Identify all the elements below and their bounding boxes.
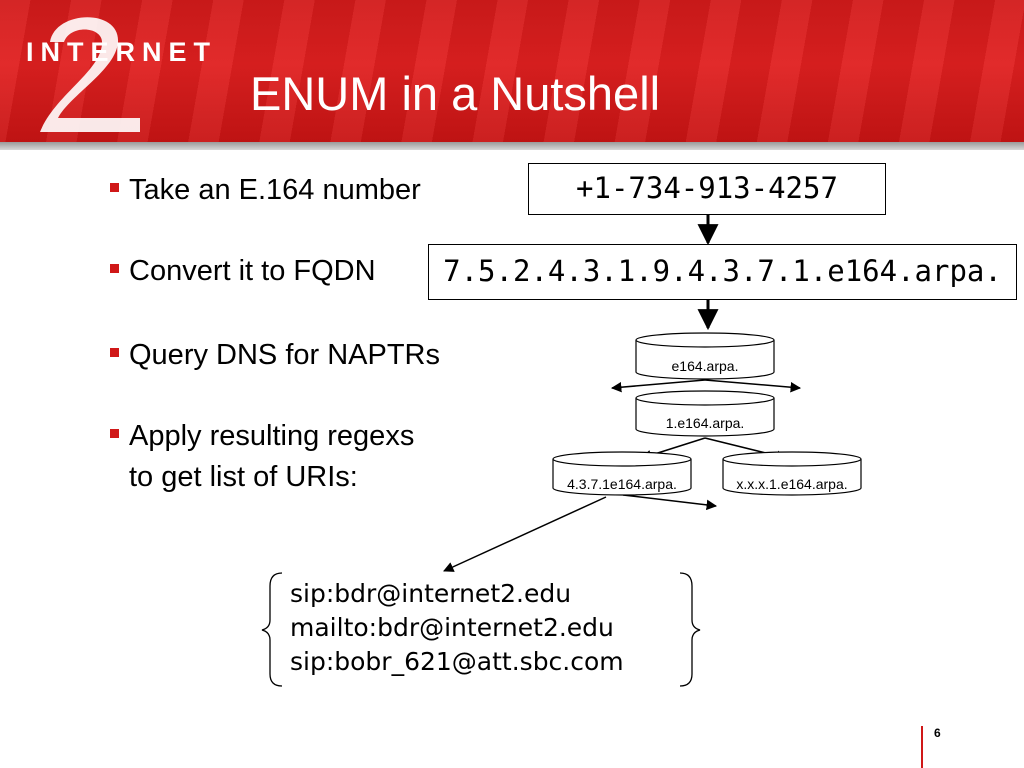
dns-node: e164.arpa. [635,332,775,380]
bullet-text: Convert it to FQDN [129,255,376,287]
arrow-branch-right [704,379,802,393]
bullet-text: Query DNS for NAPTRs [129,339,440,371]
bullet-square-icon [110,347,119,357]
bullet-square-icon [110,263,119,273]
uri-list: sip:bdr@internet2.edu mailto:bdr@interne… [290,577,624,679]
arrow-branch-left [610,379,706,393]
dns-node: 1.e164.arpa. [635,390,775,437]
uri-item: sip:bdr@internet2.edu [290,579,572,608]
dns-node-label: x.x.x.1.e164.arpa. [736,476,847,492]
right-brace-icon [679,572,701,687]
bullet-square-icon [110,428,119,438]
slide-header: INTERNET ENUM in a Nutshell [0,0,1024,142]
slide-title: ENUM in a Nutshell [250,67,661,120]
bullet-text: Apply resulting regexs [129,420,415,452]
fqdn-box: 7.5.2.4.3.1.9.4.3.7.1.e164.arpa. [428,244,1017,300]
bullet-item: Apply resulting regexs to get list of UR… [110,416,414,498]
arrow-to-uris [443,496,607,572]
page-number: 6 [934,726,941,740]
internet2-logo: INTERNET [0,0,215,142]
uri-item: mailto:bdr@internet2.edu [290,613,614,642]
bullet-text-line2: to get list of URIs: [129,461,358,493]
dns-node: x.x.x.1.e164.arpa. [722,451,862,496]
arrow-branch-right-3 [622,494,718,511]
bullet-text: Take an E.164 number [129,174,421,206]
dns-node: 4.3.7.1e164.arpa. [552,451,692,496]
internet2-logo-mark [40,17,140,132]
logo-text: INTERNET [26,37,217,67]
bullet-item: Convert it to FQDN [110,251,376,292]
dns-node-label: 4.3.7.1e164.arpa. [567,476,677,492]
bullet-item: Take an E.164 number [110,170,421,211]
left-brace-icon [261,572,283,687]
bullet-square-icon [110,182,119,192]
bullet-item: Query DNS for NAPTRs [110,335,440,376]
dns-node-label: 1.e164.arpa. [666,415,745,431]
header-divider [0,142,1024,150]
dns-node-label: e164.arpa. [672,358,739,374]
phone-number-box: +1-734-913-4257 [528,163,886,215]
uri-item: sip:bobr_621@att.sbc.com [290,647,624,676]
page-number-divider [921,726,923,768]
